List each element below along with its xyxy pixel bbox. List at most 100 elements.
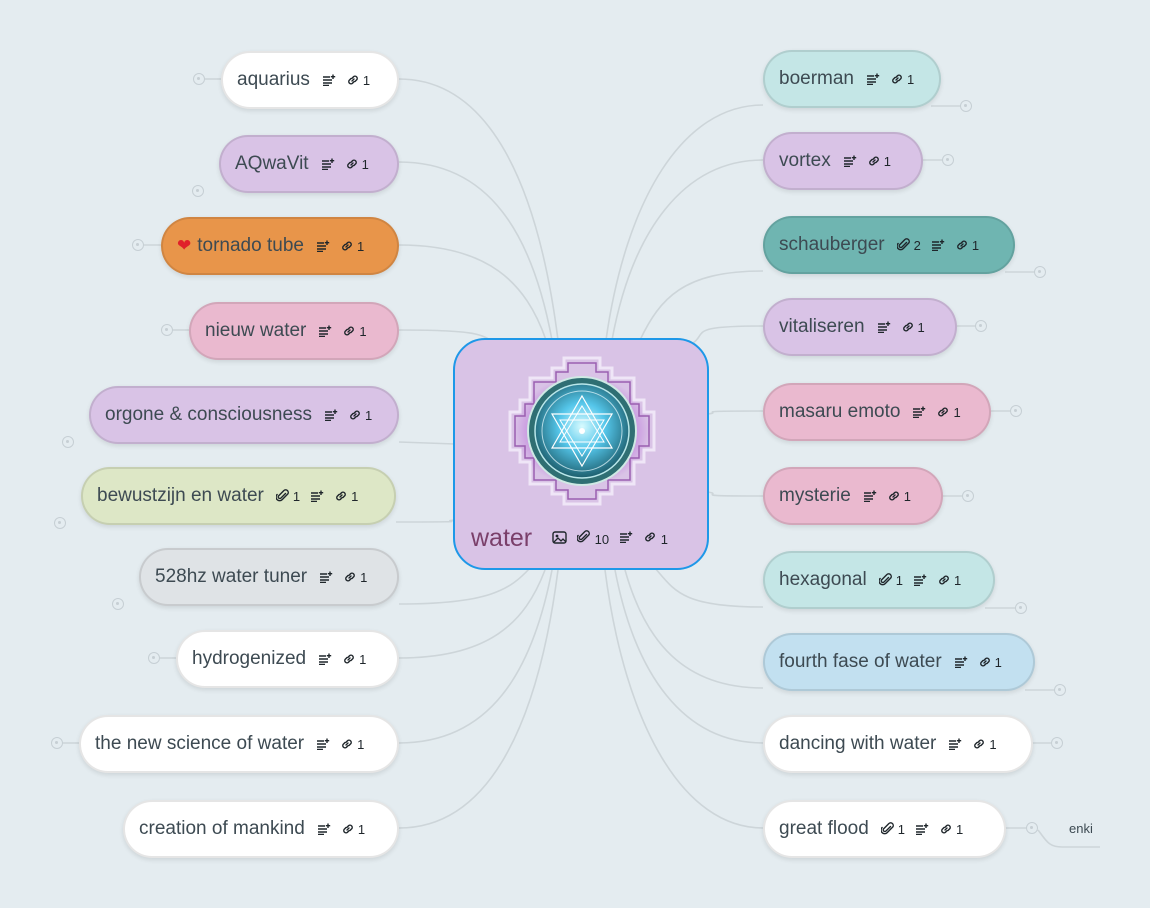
topic-node-aqwavit[interactable]: AQwaVit 1 bbox=[219, 135, 399, 193]
collapse-toggle-icon[interactable] bbox=[51, 737, 63, 749]
notes-icon[interactable] bbox=[324, 409, 338, 421]
collapse-toggle-icon[interactable] bbox=[1026, 822, 1038, 834]
collapse-toggle-icon[interactable] bbox=[1054, 684, 1066, 696]
link-count[interactable]: 1 bbox=[341, 822, 365, 837]
attachment-count[interactable]: 1 bbox=[878, 573, 903, 588]
link-count[interactable]: 1 bbox=[939, 822, 963, 837]
attachment-count[interactable]: 1 bbox=[275, 489, 300, 504]
link-count[interactable]: 1 bbox=[345, 157, 369, 172]
topic-label: creation of mankind bbox=[139, 818, 305, 839]
notes-icon[interactable] bbox=[843, 155, 857, 167]
notes-icon[interactable] bbox=[912, 406, 926, 418]
collapse-toggle-icon[interactable] bbox=[1034, 266, 1046, 278]
link-count[interactable]: 1 bbox=[340, 239, 364, 254]
topic-label: tornado tube bbox=[197, 235, 304, 256]
collapse-toggle-icon[interactable] bbox=[112, 598, 124, 610]
collapse-toggle-icon[interactable] bbox=[62, 436, 74, 448]
notes-icon[interactable] bbox=[319, 571, 333, 583]
notes-icon[interactable] bbox=[915, 823, 929, 835]
collapse-toggle-icon[interactable] bbox=[960, 100, 972, 112]
link-count[interactable]: 1 bbox=[936, 405, 961, 420]
notes-icon[interactable] bbox=[318, 653, 332, 665]
collapse-toggle-icon[interactable] bbox=[54, 517, 66, 529]
notes-icon[interactable] bbox=[931, 239, 945, 251]
link-count[interactable]: 1 bbox=[890, 72, 914, 87]
collapse-toggle-icon[interactable] bbox=[193, 73, 205, 85]
notes-icon[interactable] bbox=[322, 74, 336, 86]
connection-line bbox=[395, 519, 456, 523]
notes-icon[interactable] bbox=[913, 574, 927, 586]
link-count[interactable]: 1 bbox=[867, 154, 891, 169]
link-count[interactable]: 1 bbox=[340, 737, 364, 752]
attachment-count[interactable]: 10 bbox=[576, 530, 609, 547]
sub-node-enki[interactable]: enki bbox=[1069, 821, 1093, 836]
collapse-toggle-icon[interactable] bbox=[1051, 737, 1063, 749]
link-count[interactable]: 1 bbox=[901, 320, 925, 335]
notes-icon[interactable] bbox=[877, 321, 891, 333]
link-count[interactable]: 1 bbox=[334, 489, 358, 504]
link-count[interactable]: 1 bbox=[887, 489, 911, 504]
link-count[interactable]: 1 bbox=[346, 73, 370, 88]
central-topic-water[interactable]: water 10 1 bbox=[453, 338, 709, 570]
attachment-count[interactable]: 1 bbox=[880, 822, 905, 837]
notes-icon[interactable] bbox=[863, 490, 877, 502]
topic-meta: 1 bbox=[954, 655, 1002, 670]
link-count[interactable]: 1 bbox=[342, 324, 367, 339]
collapse-toggle-icon[interactable] bbox=[1015, 602, 1027, 614]
notes-icon[interactable] bbox=[321, 158, 335, 170]
connection-line bbox=[398, 569, 553, 744]
notes-icon[interactable] bbox=[866, 73, 880, 85]
connection-line bbox=[706, 410, 764, 415]
collapse-toggle-icon[interactable] bbox=[148, 652, 160, 664]
notes-icon[interactable] bbox=[619, 531, 633, 546]
topic-label: AQwaVit bbox=[235, 153, 309, 174]
connection-line bbox=[398, 569, 559, 829]
notes-icon[interactable] bbox=[316, 240, 330, 252]
notes-icon[interactable] bbox=[310, 490, 324, 502]
link-count[interactable]: 1 bbox=[937, 573, 961, 588]
topic-node-creation-of-mankind[interactable]: creation of mankind 1 bbox=[123, 800, 399, 858]
collapse-toggle-icon[interactable] bbox=[1010, 405, 1022, 417]
collapse-toggle-icon[interactable] bbox=[975, 320, 987, 332]
collapse-toggle-icon[interactable] bbox=[132, 239, 144, 251]
collapse-toggle-icon[interactable] bbox=[161, 324, 173, 336]
link-count[interactable]: 1 bbox=[348, 408, 372, 423]
link-count[interactable]: 1 bbox=[955, 238, 979, 253]
notes-icon[interactable] bbox=[317, 823, 331, 835]
notes-icon[interactable] bbox=[954, 656, 968, 668]
image-icon[interactable] bbox=[552, 530, 567, 547]
collapse-toggle-icon[interactable] bbox=[192, 185, 204, 197]
notes-icon[interactable] bbox=[948, 738, 962, 750]
link-count[interactable]: 1 bbox=[978, 655, 1002, 670]
notes-icon[interactable] bbox=[316, 738, 330, 750]
collapse-toggle-icon[interactable] bbox=[962, 490, 974, 502]
link-count[interactable]: 1 bbox=[972, 737, 997, 752]
central-topic-label: water bbox=[471, 524, 533, 552]
link-count[interactable]: 1 bbox=[342, 652, 366, 667]
link-count[interactable]: 1 bbox=[643, 530, 668, 547]
notes-icon[interactable] bbox=[318, 325, 332, 337]
attachment-count[interactable]: 2 bbox=[896, 238, 921, 253]
collapse-toggle-icon[interactable] bbox=[942, 154, 954, 166]
link-count[interactable]: 1 bbox=[343, 570, 367, 585]
